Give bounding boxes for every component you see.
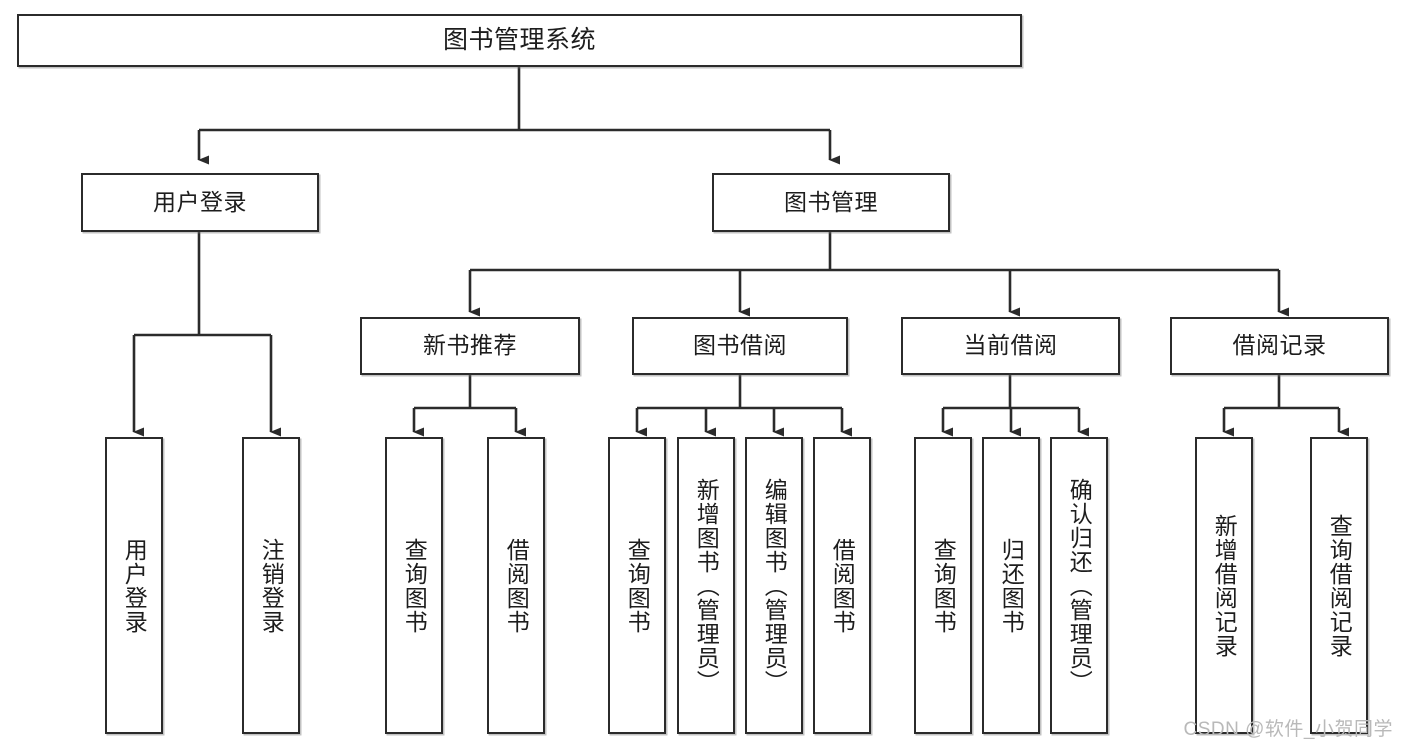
leaf-node-query-borrow-record[interactable]: 查询借阅记录 bbox=[1310, 437, 1368, 734]
node-label: 注销登录 bbox=[258, 537, 285, 634]
node-root-book-management-system[interactable]: 图书管理系统 bbox=[17, 14, 1022, 67]
leaf-node-confirm-return-admin[interactable]: 确认归还（管理员） bbox=[1050, 437, 1108, 734]
node-label: 图书管理系统 bbox=[442, 25, 596, 54]
node-label: 查询借阅记录 bbox=[1326, 513, 1353, 658]
leaf-node-return-book[interactable]: 归还图书 bbox=[982, 437, 1040, 734]
node-label: 查询图书 bbox=[401, 537, 428, 634]
node-label: 编辑图书（管理员） bbox=[761, 477, 788, 694]
node-label: 图书管理 bbox=[784, 188, 878, 215]
node-label: 新书推荐 bbox=[423, 332, 517, 359]
node-label: 图书借阅 bbox=[693, 332, 787, 359]
node-label: 查询图书 bbox=[624, 537, 651, 634]
leaf-node-query-book-current[interactable]: 查询图书 bbox=[914, 437, 972, 734]
node-label: 新增借阅记录 bbox=[1211, 513, 1238, 658]
leaf-node-borrow-book-borrow[interactable]: 借阅图书 bbox=[813, 437, 871, 734]
leaf-node-add-book-admin[interactable]: 新增图书（管理员） bbox=[677, 437, 735, 734]
node-book-management[interactable]: 图书管理 bbox=[712, 173, 950, 232]
node-user-login[interactable]: 用户登录 bbox=[81, 173, 319, 232]
leaf-node-add-borrow-record[interactable]: 新增借阅记录 bbox=[1195, 437, 1253, 734]
node-label: 用户登录 bbox=[121, 537, 148, 634]
node-label: 新增图书（管理员） bbox=[693, 477, 720, 694]
node-new-book-recommend[interactable]: 新书推荐 bbox=[360, 317, 580, 375]
node-label: 借阅图书 bbox=[503, 537, 530, 634]
node-label: 当前借阅 bbox=[963, 332, 1058, 359]
leaf-node-borrow-book-recommend[interactable]: 借阅图书 bbox=[487, 437, 545, 734]
leaf-node-query-book-recommend[interactable]: 查询图书 bbox=[385, 437, 443, 734]
node-label: 用户登录 bbox=[153, 188, 247, 215]
node-label: 查询图书 bbox=[930, 537, 957, 634]
node-label: 归还图书 bbox=[998, 537, 1025, 634]
node-label: 借阅图书 bbox=[829, 537, 856, 634]
node-label: 借阅记录 bbox=[1232, 332, 1327, 359]
csdn-watermark: CSDN @软件_小贺同学 bbox=[1183, 719, 1393, 740]
node-label: 确认归还（管理员） bbox=[1066, 477, 1093, 694]
node-borrow-record[interactable]: 借阅记录 bbox=[1170, 317, 1389, 375]
node-book-borrow[interactable]: 图书借阅 bbox=[632, 317, 848, 375]
leaf-node-user-login[interactable]: 用户登录 bbox=[105, 437, 163, 734]
leaf-node-query-book-borrow[interactable]: 查询图书 bbox=[608, 437, 666, 734]
leaf-node-logout-login[interactable]: 注销登录 bbox=[242, 437, 300, 734]
leaf-node-edit-book-admin[interactable]: 编辑图书（管理员） bbox=[745, 437, 803, 734]
node-current-borrow[interactable]: 当前借阅 bbox=[901, 317, 1120, 375]
